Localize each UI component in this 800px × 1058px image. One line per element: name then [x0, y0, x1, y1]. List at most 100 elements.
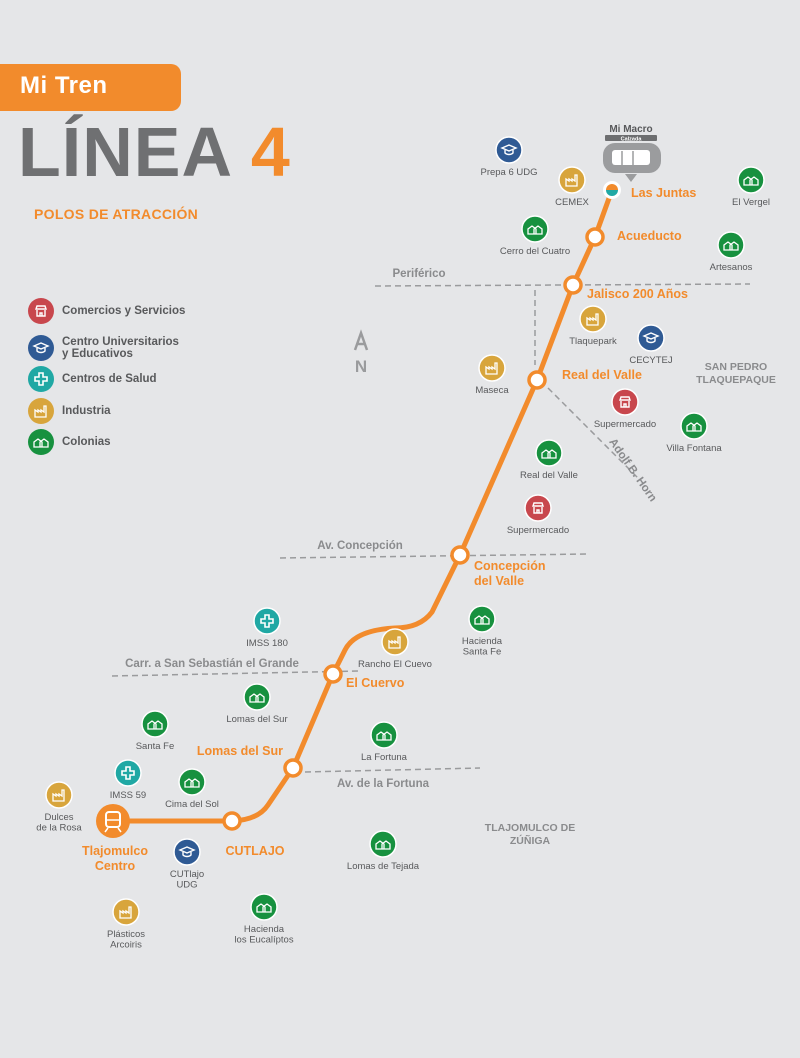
colonia-icon [243, 683, 271, 711]
comercio-icon [524, 494, 552, 522]
north-arrow-icon [353, 329, 369, 351]
road-label: Periférico [392, 268, 445, 280]
station-label: Acueducto [617, 229, 682, 243]
houses-icon [28, 429, 54, 455]
poi-label: CEMEX [555, 197, 589, 208]
station[interactable]: Jalisco 200 Años [563, 275, 688, 301]
colonia-icon [250, 893, 278, 921]
poi-label: Supermercado [594, 419, 656, 430]
road-label: Av. Concepción [317, 540, 403, 552]
legend-label: Comercios y Servicios [62, 305, 186, 317]
poi-salud: IMSS 180 [246, 607, 288, 649]
colonia-icon [370, 721, 398, 749]
station[interactable]: Lomas del Sur [197, 744, 303, 778]
poi-industria: Tlaquepark [569, 305, 617, 347]
poi-label: Rancho El Cuevo [358, 659, 432, 670]
poi-colonia: Real del Valle [520, 439, 578, 481]
poi-industria: Rancho El Cuevo [358, 628, 432, 670]
colonia-icon [178, 768, 206, 796]
road-label: Carr. a San Sebastián el Grande [125, 658, 299, 670]
poi-label: Santa Fe [136, 741, 175, 752]
poi-label: Villa Fontana [666, 443, 722, 454]
station-label: CUTLAJO [225, 844, 284, 858]
mi-macro-label: Mi Macro [609, 124, 652, 135]
legend-label: Colonias [62, 436, 111, 448]
road-line [304, 767, 481, 773]
station[interactable]: El Cuervo [323, 664, 405, 690]
poi-colonia: Artesanos [710, 231, 753, 273]
colonia-icon [468, 605, 496, 633]
poi-industria: Maseca [475, 354, 509, 396]
road-line [279, 553, 591, 559]
station[interactable]: Real del Valle [527, 368, 642, 390]
station-label: Las Juntas [631, 186, 696, 200]
poi-label: IMSS 59 [110, 790, 146, 801]
station-label: Lomas del Sur [197, 744, 283, 758]
industria-icon [112, 898, 140, 926]
industria-icon [478, 354, 506, 382]
poi-label: Real del Valle [520, 470, 578, 481]
station-label: El Cuervo [346, 676, 405, 690]
poi-colonia: Cerro del Cuatro [500, 215, 570, 257]
poi-label: Cima del Sol [165, 799, 219, 810]
poi-colonia: Santa Fe [136, 710, 175, 752]
industria-icon [381, 628, 409, 656]
poi-label: Prepa 6 UDG [480, 167, 537, 178]
legend-label: Centros de Salud [62, 373, 157, 385]
colonia-icon [737, 166, 765, 194]
station[interactable]: Acueducto [585, 227, 682, 247]
salud-icon [114, 759, 142, 787]
colonia-icon [717, 231, 745, 259]
poi-label: CECYTEJ [629, 355, 673, 366]
mi-tren-badge: Mi Tren [0, 64, 181, 111]
title-text: LÍNEA [18, 113, 231, 191]
page-subtitle: POLOS DE ATRACCIÓN [34, 206, 199, 222]
road-line [111, 670, 361, 677]
poi-label: Lomas del Sur [226, 714, 287, 725]
factory-icon [28, 398, 54, 424]
colonia-icon [680, 412, 708, 440]
station[interactable]: CUTLAJO [222, 811, 285, 858]
poi-educacion: Prepa 6 UDG [480, 136, 538, 178]
poi-label: Supermercado [507, 525, 569, 536]
station[interactable]: Las Juntas [603, 181, 696, 200]
mi-macro-sublabel: Calzada [621, 137, 643, 143]
road-label: Av. de la Fortuna [337, 778, 430, 790]
legend-label: Industria [62, 405, 111, 417]
colonia-icon [535, 439, 563, 467]
poi-colonia: Cima del Sol [165, 768, 219, 810]
poi-colonia: Lomas de Tejada [347, 830, 420, 872]
train-icon [96, 804, 130, 838]
poi-label: Cerro del Cuatro [500, 246, 570, 257]
poi-label: Lomas de Tejada [347, 861, 420, 872]
poi-colonia: Villa Fontana [666, 412, 722, 454]
poi-label: La Fortuna [361, 752, 408, 763]
poi-colonia: El Vergel [732, 166, 770, 208]
comercio-icon [611, 388, 639, 416]
poi-colonia: Lomas del Sur [226, 683, 288, 725]
salud-icon [253, 607, 281, 635]
colonia-icon [369, 830, 397, 858]
poi-industria: CEMEX [555, 166, 590, 208]
poi-salud: IMSS 59 [110, 759, 146, 801]
legend-item: Comercios y Servicios [28, 298, 185, 324]
industria-icon [558, 166, 586, 194]
